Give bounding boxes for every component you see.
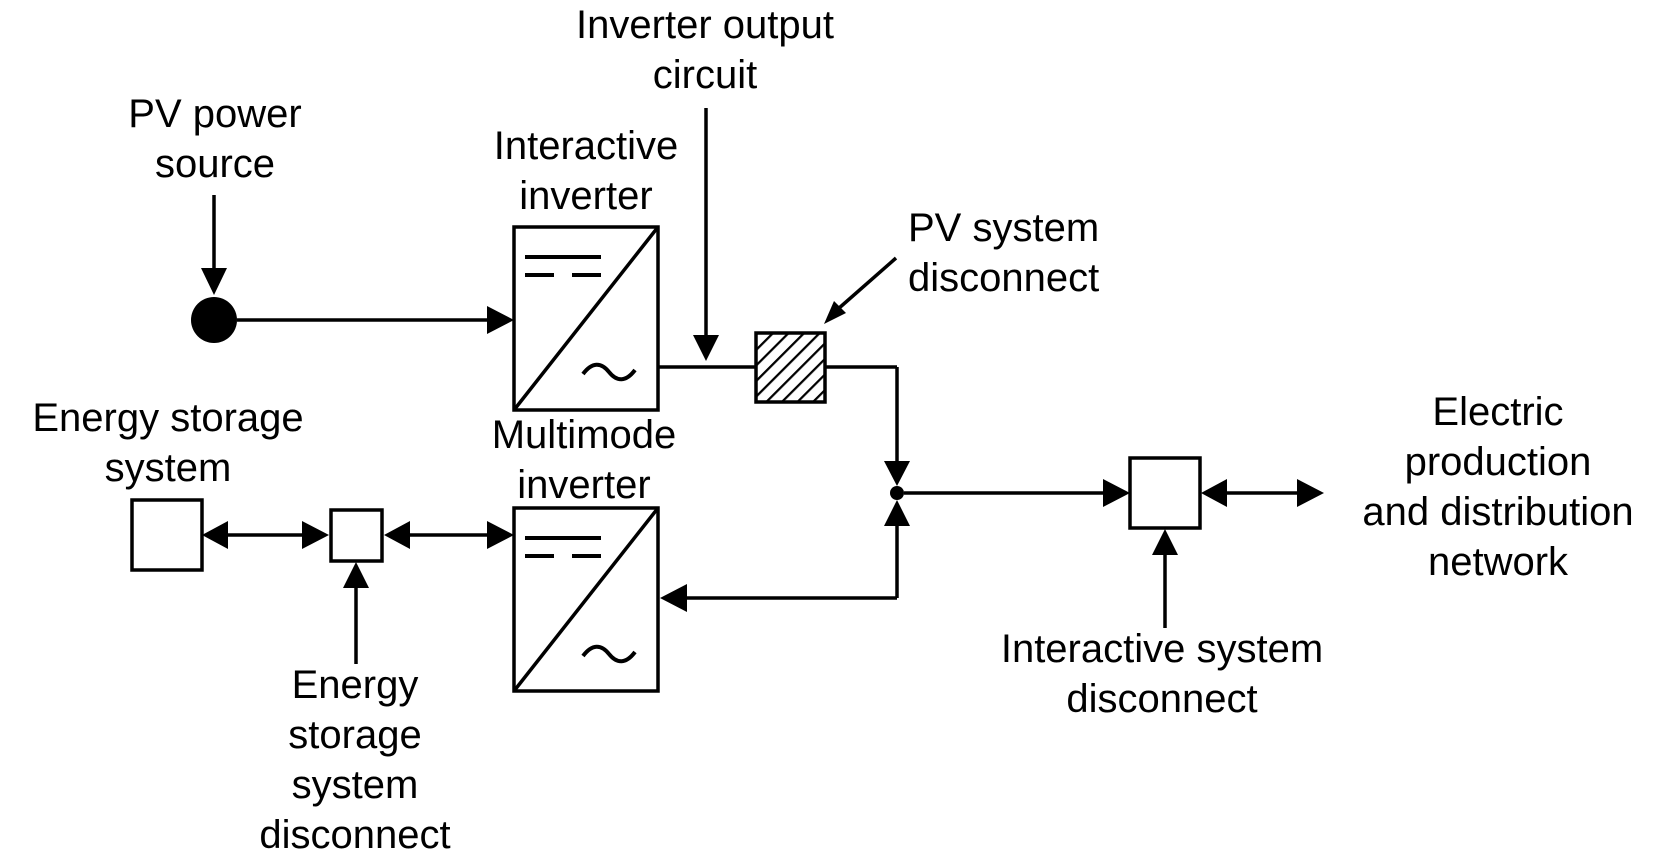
svg-text:Energy storage: Energy storage xyxy=(32,396,303,440)
energy-storage-disconnect-box xyxy=(329,508,384,563)
svg-text:storage: storage xyxy=(288,713,421,757)
inverter-output-circuit-pointer-arrow xyxy=(693,108,719,361)
svg-text:circuit: circuit xyxy=(653,53,757,97)
multimode-inverter-label: Multimode inverter xyxy=(492,413,677,507)
svg-text:and distribution: and distribution xyxy=(1362,490,1633,534)
junction-to-interactive-disconnect-arrow xyxy=(904,479,1130,507)
inverter-output-circuit-label: Inverter output circuit xyxy=(576,3,834,97)
energy-storage-disconnect-label: Energy storage system disconnect xyxy=(259,663,450,857)
energy-storage-system-label: Energy storage system xyxy=(32,396,303,490)
energy-storage-disconnect-pointer-arrow xyxy=(343,562,369,664)
svg-text:Interactive: Interactive xyxy=(494,124,679,168)
pv-power-source-label: PV power source xyxy=(128,92,301,186)
svg-text:inverter: inverter xyxy=(517,463,650,507)
pv-system-disconnect-box xyxy=(754,331,827,404)
svg-text:Interactive system: Interactive system xyxy=(1001,627,1323,671)
svg-text:network: network xyxy=(1428,540,1569,584)
svg-text:system: system xyxy=(292,763,419,807)
svg-text:inverter: inverter xyxy=(519,174,652,218)
interactive-disconnect-pointer-arrow xyxy=(1152,529,1178,628)
svg-text:disconnect: disconnect xyxy=(908,256,1099,300)
pv-system-disconnect-label: PV system disconnect xyxy=(908,206,1099,300)
pv-power-source-node xyxy=(191,297,237,343)
disconnect-to-multimode-bidirectional-arrow xyxy=(384,521,514,549)
junction-node xyxy=(890,486,904,500)
svg-text:Energy: Energy xyxy=(292,663,419,707)
pv-system-disconnect-pointer-arrow xyxy=(824,256,898,324)
svg-text:Inverter output: Inverter output xyxy=(576,3,834,47)
svg-text:disconnect: disconnect xyxy=(1066,677,1257,721)
svg-text:Electric: Electric xyxy=(1432,390,1563,434)
pv-source-pointer-arrow xyxy=(201,195,227,295)
svg-text:Multimode: Multimode xyxy=(492,413,677,457)
multimode-inverter-bidirectional-link xyxy=(660,500,910,612)
energy-storage-system-box xyxy=(130,498,204,572)
interactive-system-disconnect-label: Interactive system disconnect xyxy=(1001,627,1323,721)
interactive-inverter-box xyxy=(512,225,660,412)
electric-network-label: Electric production and distribution net… xyxy=(1362,390,1633,584)
interactive-system-disconnect-box xyxy=(1128,456,1202,530)
storage-to-disconnect-bidirectional-arrow xyxy=(202,521,329,549)
svg-text:source: source xyxy=(155,142,275,186)
svg-text:disconnect: disconnect xyxy=(259,813,450,857)
interactive-inverter-label: Interactive inverter xyxy=(494,124,679,218)
svg-text:production: production xyxy=(1405,440,1592,484)
disconnect-to-network-bidirectional-arrow xyxy=(1201,479,1324,507)
multimode-inverter-box xyxy=(512,506,660,693)
pv-to-inverter-arrow xyxy=(237,306,514,334)
svg-text:PV power: PV power xyxy=(128,92,301,136)
pv-disconnect-to-junction-line xyxy=(825,365,910,486)
svg-text:PV system: PV system xyxy=(908,206,1099,250)
svg-text:system: system xyxy=(105,446,232,490)
